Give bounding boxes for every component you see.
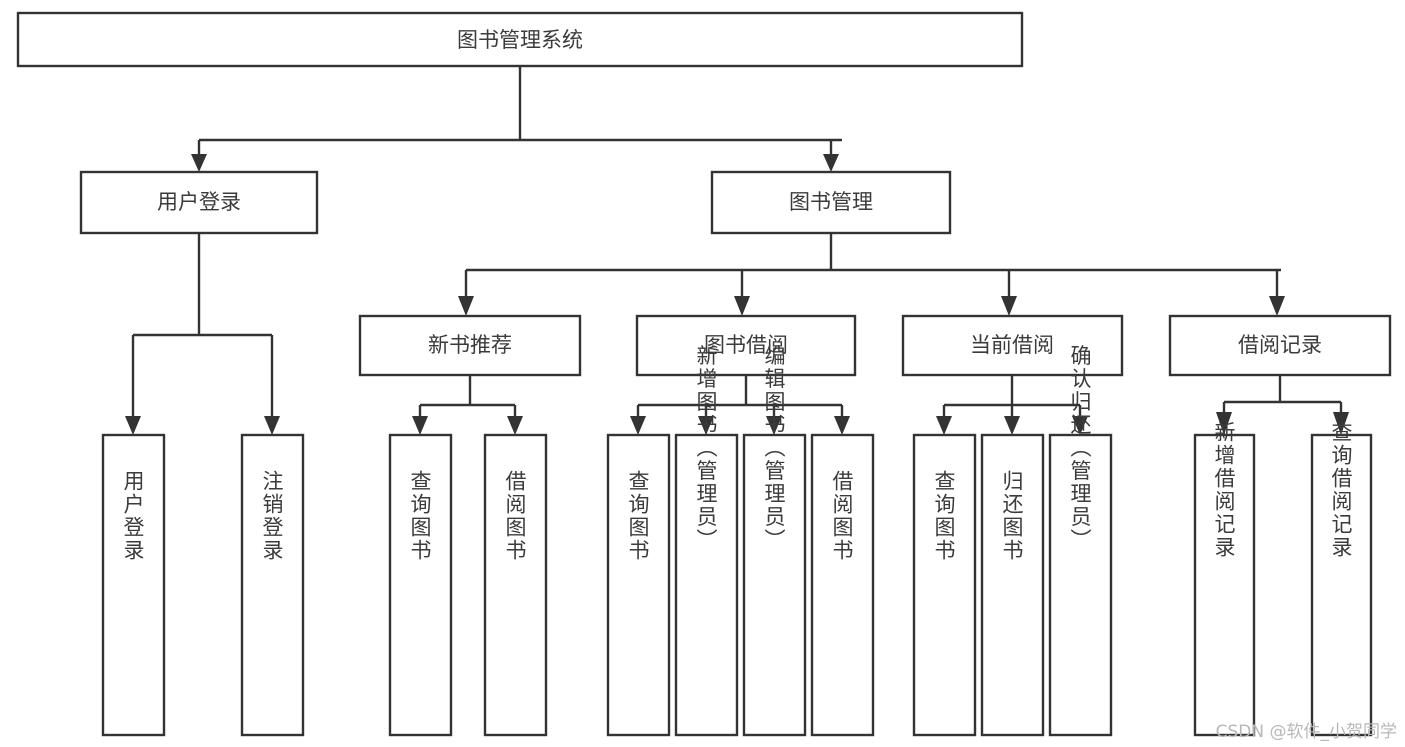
node-root-system[interactable]: 图书管理系统	[16, 11, 1024, 68]
leaf-record-query-label: 查询借阅记录	[1329, 421, 1353, 559]
arrow-head-leaf-logout	[264, 416, 280, 435]
arrow-head-leaf-user-login	[125, 416, 141, 435]
node-new-book-recommend-label: 新书推荐	[428, 333, 512, 357]
leaf-borrow-query-book[interactable]: 查询图书	[606, 433, 671, 737]
node-current-borrow-label: 当前借阅	[970, 333, 1054, 357]
leaf-record-add-box[interactable]	[1193, 433, 1256, 737]
connector-layer	[125, 66, 1349, 435]
node-book-borrow-box[interactable]	[635, 314, 857, 377]
leaf-record-query-box[interactable]	[1310, 433, 1373, 737]
leaf-user-login-box[interactable]	[101, 433, 166, 737]
leaf-borrow-add-book[interactable]: 新增图书（管理员）	[674, 345, 739, 737]
arrow-head-borrow-borrow-book	[834, 416, 850, 435]
arrow-head-book-borrow	[734, 296, 750, 316]
arrow-head-record-add	[1216, 412, 1232, 435]
node-book-borrow-label: 图书借阅	[704, 333, 788, 357]
leaf-current-return-book-box[interactable]	[980, 433, 1045, 737]
leaf-current-confirm-return-box[interactable]	[1048, 433, 1113, 737]
leaf-current-query-book-box[interactable]	[912, 433, 977, 737]
node-current-borrow[interactable]: 当前借阅	[901, 314, 1124, 377]
leaf-borrow-query-book-box[interactable]	[606, 433, 671, 737]
leaf-borrow-borrow-book[interactable]: 借阅图书	[810, 433, 875, 737]
node-borrow-record-label: 借阅记录	[1238, 333, 1322, 357]
arrow-head-borrow-record	[1269, 296, 1285, 316]
node-user-login[interactable]: 用户登录	[79, 170, 319, 235]
leaf-record-query[interactable]: 查询借阅记录	[1310, 421, 1373, 737]
node-current-borrow-box[interactable]	[901, 314, 1124, 377]
arrow-head-current-borrow	[1001, 296, 1017, 316]
leaf-recommend-borrow-book-box[interactable]	[483, 433, 548, 737]
arrow-head-recommend-query-book	[412, 416, 428, 435]
leaf-borrow-edit-book[interactable]: 编辑图书（管理员）	[742, 345, 807, 737]
arrow-head-new-book-recommend	[458, 296, 474, 316]
node-borrow-record-box[interactable]	[1168, 314, 1392, 377]
leaf-borrow-add-book-label: 新增图书（管理员）	[694, 345, 718, 552]
leaf-record-add[interactable]: 新增借阅记录	[1193, 421, 1256, 737]
node-root-system-box[interactable]	[16, 11, 1024, 68]
leaf-logout-box[interactable]	[240, 433, 305, 737]
leaf-recommend-query-book[interactable]: 查询图书	[388, 433, 453, 737]
node-book-borrow[interactable]: 图书借阅	[635, 314, 857, 377]
leaf-recommend-borrow-book-label: 借阅图书	[503, 470, 527, 562]
leaf-borrow-edit-book-box[interactable]	[742, 433, 807, 737]
leaf-current-return-book[interactable]: 归还图书	[980, 433, 1045, 737]
arrow-head-borrow-query-book	[630, 416, 646, 435]
arrow-head-recommend-borrow-book	[507, 416, 523, 435]
leaf-current-confirm-return[interactable]: 确认归还（管理员）	[1048, 345, 1113, 737]
arrow-head-user-login	[191, 154, 207, 172]
leaf-recommend-borrow-book[interactable]: 借阅图书	[483, 433, 548, 737]
leaf-borrow-borrow-book-label: 借阅图书	[830, 470, 854, 562]
arrow-head-borrow-edit-book	[766, 416, 782, 435]
arrow-head-book-manage	[823, 154, 839, 172]
arrow-head-current-confirm-return	[1072, 416, 1088, 435]
node-book-management[interactable]: 图书管理	[710, 170, 952, 235]
leaf-recommend-query-book-box[interactable]	[388, 433, 453, 737]
leaf-current-return-book-label: 归还图书	[1000, 470, 1024, 562]
node-book-management-label: 图书管理	[789, 190, 873, 214]
node-new-book-recommend[interactable]: 新书推荐	[358, 314, 582, 377]
leaf-borrow-edit-book-label: 编辑图书（管理员）	[762, 345, 786, 552]
leaf-record-add-label: 新增借阅记录	[1212, 421, 1236, 559]
node-new-book-recommend-box[interactable]	[358, 314, 582, 377]
arrow-head-borrow-add-book	[698, 416, 714, 435]
node-user-login-box[interactable]	[79, 170, 319, 235]
leaf-recommend-query-book-label: 查询图书	[408, 470, 432, 562]
node-book-management-box[interactable]	[710, 170, 952, 235]
leaf-borrow-add-book-box[interactable]	[674, 433, 739, 737]
leaf-borrow-query-book-label: 查询图书	[626, 470, 650, 562]
node-borrow-record[interactable]: 借阅记录	[1168, 314, 1392, 377]
leaf-borrow-borrow-book-box[interactable]	[810, 433, 875, 737]
leaf-user-login-label: 用户登录	[121, 470, 145, 562]
arrow-head-current-query-book	[936, 416, 952, 435]
leaf-logout[interactable]: 注销登录	[240, 433, 305, 737]
leaf-current-query-book-label: 查询图书	[932, 470, 956, 562]
leaf-current-confirm-return-label: 确认归还（管理员）	[1068, 345, 1092, 552]
leaf-logout-label: 注销登录	[260, 470, 284, 562]
arrow-head-current-return-book	[1004, 416, 1020, 435]
leaf-user-login[interactable]: 用户登录	[101, 433, 166, 737]
arrow-head-record-query	[1333, 412, 1349, 435]
node-user-login-label: 用户登录	[157, 190, 241, 214]
leaf-current-query-book[interactable]: 查询图书	[912, 433, 977, 737]
node-root-system-label: 图书管理系统	[457, 28, 583, 52]
